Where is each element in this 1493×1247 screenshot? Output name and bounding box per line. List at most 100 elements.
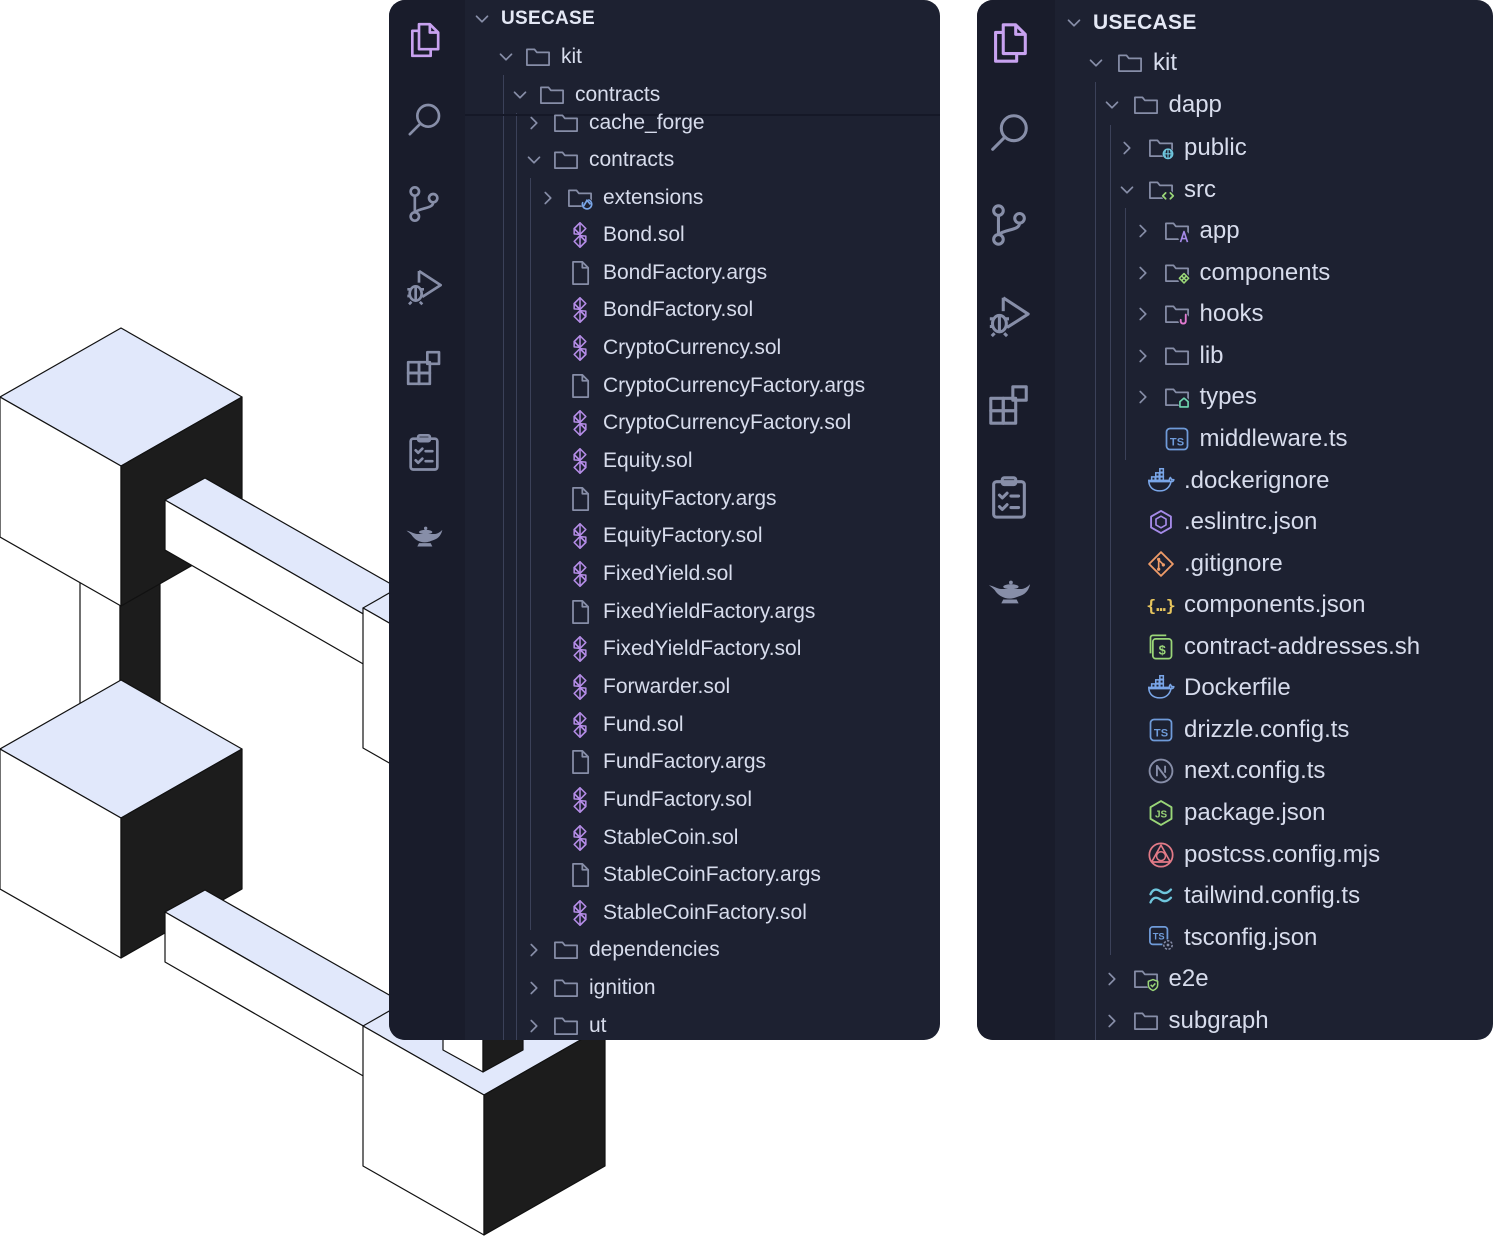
tree-file-fixedyieldfactory-args[interactable]: FixedYieldFactory.args (465, 594, 940, 630)
chevron-right-icon (1138, 266, 1147, 280)
tsconfig-icon: TS (1149, 926, 1174, 951)
activity-bar (389, 0, 465, 1040)
tree-file-equityfactory-sol[interactable]: EquityFactory.sol (465, 518, 940, 554)
tree-folder-src[interactable]: src (1055, 170, 1493, 210)
tree-file-bondfactory-sol[interactable]: BondFactory.sol (465, 292, 940, 328)
tree-file-fundfactory-args[interactable]: FundFactory.args (465, 744, 940, 780)
tree-item-label: components (1199, 259, 1331, 286)
tasks-icon[interactable] (404, 432, 444, 472)
svg-text:TS: TS (1169, 436, 1183, 448)
tree-file-equity-sol[interactable]: Equity.sol (465, 443, 940, 479)
tree-folder-extensions[interactable]: extensions (465, 180, 940, 216)
tree-folder-dapp[interactable]: dapp (1055, 85, 1493, 125)
tree-item-label: FixedYieldFactory.sol (603, 637, 802, 660)
tree-file-next-config-ts[interactable]: next.config.ts (1055, 751, 1493, 791)
tree-item-label: CryptoCurrency.sol (603, 336, 782, 359)
tree-item-label: FixedYield.sol (603, 562, 733, 585)
tree-file-fund-sol[interactable]: Fund.sol (465, 707, 940, 743)
tree-file-forwarder-sol[interactable]: Forwarder.sol (465, 669, 940, 705)
tree-folder-hooks[interactable]: hooks (1055, 294, 1493, 334)
search-icon[interactable] (404, 100, 444, 140)
source-control-icon[interactable] (404, 184, 444, 224)
tree-file-stablecoinfactory-args[interactable]: StableCoinFactory.args (465, 857, 940, 893)
cube-bottom-right-right (483, 1025, 606, 1236)
explorer-root-header[interactable]: USECASE (1055, 3, 1493, 43)
tasks-icon[interactable] (986, 474, 1032, 520)
tree-folder-e2e[interactable]: e2e (1055, 959, 1493, 999)
folder-icon (554, 151, 578, 170)
tree-file-bondfactory-args[interactable]: BondFactory.args (465, 255, 940, 291)
search-icon[interactable] (986, 110, 1032, 156)
folder-extension-icon (568, 189, 593, 210)
folder-icon (554, 941, 578, 960)
tree-item-label: kit (561, 45, 582, 68)
run-debug-icon[interactable] (404, 266, 444, 306)
tailwind-icon (1149, 888, 1173, 904)
extensions-icon[interactable] (404, 348, 444, 388)
chevron-right-icon (1107, 1014, 1116, 1028)
tree-file-fixedyieldfactory-sol[interactable]: FixedYieldFactory.sol (465, 631, 940, 667)
tree-folder-kit[interactable]: kit (465, 39, 940, 75)
tree-folder-subgraph[interactable]: subgraph (1055, 1001, 1493, 1040)
genie-lamp-icon[interactable] (404, 514, 444, 554)
tree-folder-lib[interactable]: lib (1055, 336, 1493, 376)
tree-folder-ignition[interactable]: ignition (465, 970, 940, 1006)
tree-item-label: cache_forge (589, 111, 705, 134)
explorer-icon[interactable] (404, 20, 444, 60)
tree-file-bond-sol[interactable]: Bond.sol (465, 217, 940, 253)
tree-folder-dependencies[interactable]: dependencies (465, 932, 940, 968)
tree-file-dockerfile[interactable]: Dockerfile (1055, 668, 1493, 708)
tree-folder-public[interactable]: public (1055, 128, 1493, 168)
tree-file-cryptocurrencyfactory-sol[interactable]: CryptoCurrencyFactory.sol (465, 405, 940, 441)
tree-item-label: public (1184, 134, 1247, 161)
tree-item-label: CryptoCurrencyFactory.sol (603, 411, 852, 434)
tree-file-stablecoin-sol[interactable]: StableCoin.sol (465, 820, 940, 856)
chevron-down-icon (1067, 19, 1081, 27)
tree-file-fixedyield-sol[interactable]: FixedYield.sol (465, 556, 940, 592)
tree-folder-kit[interactable]: kit (1055, 43, 1493, 83)
tree-file-fundfactory-sol[interactable]: FundFactory.sol (465, 782, 940, 818)
tree-file-cryptocurrencyfactory-args[interactable]: CryptoCurrencyFactory.args (465, 368, 940, 404)
tree-folder-components[interactable]: components (1055, 253, 1493, 293)
source-control-icon[interactable] (986, 202, 1032, 248)
chevron-down-icon (499, 53, 513, 61)
tree-file-eslintrc-json[interactable]: .eslintrc.json (1055, 502, 1493, 542)
explorer-root-header[interactable]: USECASE (465, 1, 940, 37)
extensions-icon[interactable] (986, 382, 1032, 428)
tree-folder-app[interactable]: app (1055, 211, 1493, 251)
tree-folder-contracts[interactable]: contracts (465, 77, 940, 113)
shell-icon: $ (1149, 634, 1173, 660)
tree-file-contract-addresses-sh[interactable]: $contract-addresses.sh (1055, 627, 1493, 667)
tree-item-label: .eslintrc.json (1184, 508, 1318, 535)
tree-item-label: CryptoCurrencyFactory.args (603, 374, 866, 397)
tree-file-equityfactory-args[interactable]: EquityFactory.args (465, 481, 940, 517)
tree-file-tailwind-config-ts[interactable]: tailwind.config.ts (1055, 876, 1493, 916)
explorer-icon[interactable] (986, 20, 1032, 66)
run-debug-icon[interactable] (986, 292, 1032, 338)
folder-icon (540, 86, 564, 105)
chevron-down-icon (1120, 186, 1134, 194)
tree-folder-cache-forge[interactable]: cache_forge (465, 105, 940, 141)
tree-file-dockerignore[interactable]: .dockerignore (1055, 461, 1493, 501)
file-icon (572, 261, 590, 285)
tree-item-label: EquityFactory.sol (603, 524, 763, 547)
tree-file-gitignore[interactable]: .gitignore (1055, 544, 1493, 584)
folder-types-icon (1164, 388, 1190, 409)
tree-item-label: BondFactory.sol (603, 298, 754, 321)
genie-lamp-icon[interactable] (986, 566, 1032, 612)
tree-file-components-json[interactable]: {…}components.json (1055, 585, 1493, 625)
tree-file-cryptocurrency-sol[interactable]: CryptoCurrency.sol (465, 330, 940, 366)
tree-file-postcss-config-mjs[interactable]: postcss.config.mjs (1055, 835, 1493, 875)
tree-file-stablecoinfactory-sol[interactable]: StableCoinFactory.sol (465, 895, 940, 931)
tree-item-label: e2e (1168, 965, 1209, 992)
tree-folder-contracts[interactable]: contracts (465, 142, 940, 178)
tree-item-label: ignition (589, 976, 656, 999)
tree-item-label: postcss.config.mjs (1184, 841, 1381, 868)
tree-folder-ut[interactable]: ut (465, 1008, 940, 1040)
indent-guide (1125, 208, 1126, 460)
tree-folder-types[interactable]: types (1055, 377, 1493, 417)
